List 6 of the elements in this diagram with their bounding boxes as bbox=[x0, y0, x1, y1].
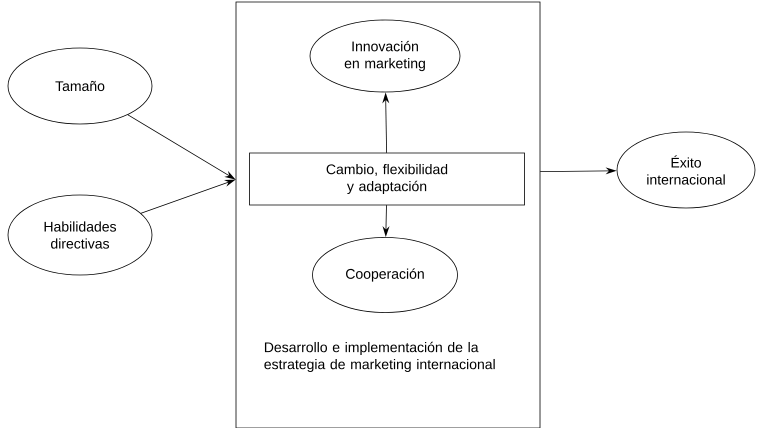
ellipse-node: Habilidades directivas bbox=[8, 194, 152, 276]
process-box: Cambio, flexibilidad y adaptación bbox=[249, 152, 525, 206]
ellipse-node: Éxito internacional bbox=[616, 132, 756, 208]
ellipse-node: Cooperación bbox=[312, 237, 458, 313]
ellipse-node: Tamaño bbox=[8, 48, 152, 124]
ellipse-node: Innovación en marketing bbox=[310, 20, 460, 92]
